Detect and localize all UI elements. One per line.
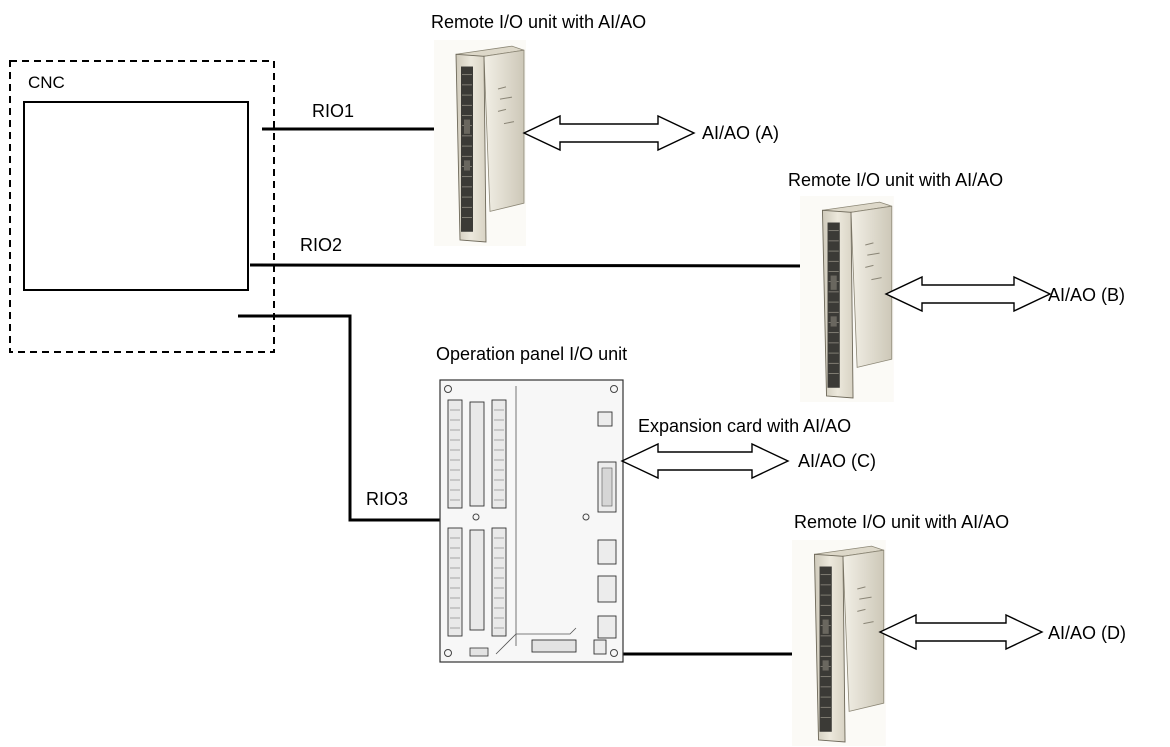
rio1-label: RIO1 [312, 101, 354, 121]
operation-panel-io-unit: Operation panel I/O unit [436, 344, 876, 663]
remote-io-unit-a: Remote I/O unit with AI/AO AI/AO (A) [431, 12, 779, 247]
double-arrow-d-icon [878, 613, 1044, 651]
signal-a-label: AI/AO (A) [702, 123, 779, 143]
double-arrow-c-icon [620, 442, 790, 480]
double-arrow-b-icon [884, 275, 1052, 313]
remote-unit-b-image [799, 195, 895, 403]
operation-panel-title: Operation panel I/O unit [436, 344, 627, 364]
remote-io-unit-b: Remote I/O unit with AI/AO AI/AO (B) [788, 170, 1125, 403]
remote-unit-a-title: Remote I/O unit with AI/AO [431, 12, 646, 32]
rio2-label: RIO2 [300, 235, 342, 255]
cnc-controller-box [23, 101, 249, 291]
rio3-line [238, 314, 468, 522]
remote-unit-b-title: Remote I/O unit with AI/AO [788, 170, 1003, 190]
signal-d-label: AI/AO (D) [1048, 623, 1126, 643]
rio2-line [249, 263, 821, 268]
signal-b-label: AI/AO (B) [1048, 285, 1125, 305]
operation-panel-board [439, 379, 624, 663]
rio-wires [238, 127, 821, 656]
cnc-label: CNC [28, 73, 65, 92]
rio3-label: RIO3 [366, 489, 408, 509]
cnc-dashed-boundary [9, 60, 275, 353]
remote-unit-d-title: Remote I/O unit with AI/AO [794, 512, 1009, 532]
remote-unit-a-image [433, 39, 527, 247]
expansion-card-title: Expansion card with AI/AO [638, 416, 851, 436]
signal-c-label: AI/AO (C) [798, 451, 876, 471]
remote-io-unit-d: Remote I/O unit with AI/AO AI/AO (D) [791, 512, 1126, 747]
double-arrow-a-icon [522, 114, 696, 152]
remote-unit-d-image [791, 539, 887, 747]
cnc-block: CNC [9, 60, 275, 353]
